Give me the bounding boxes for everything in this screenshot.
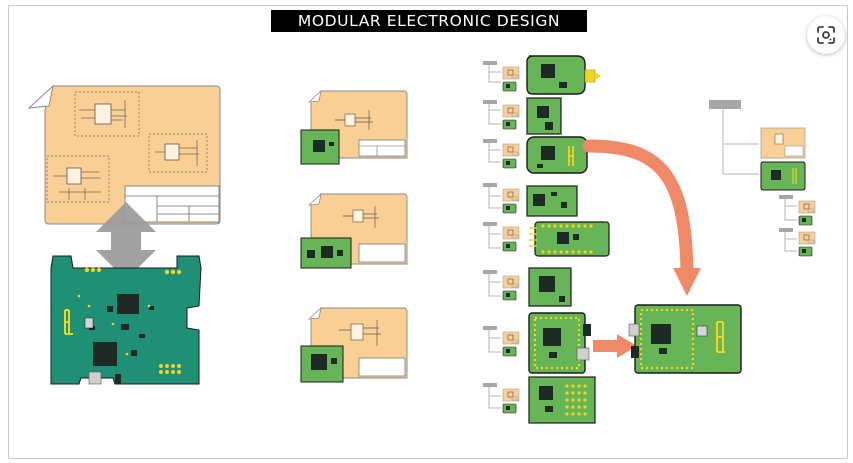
module-sheet-2 [300, 192, 408, 269]
image-search-icon [817, 26, 835, 44]
pcb-board-large [50, 255, 202, 385]
modular-design-diagram [27, 55, 816, 424]
integration-arrow-straight [593, 334, 637, 358]
hierarchy-row-1 [483, 55, 601, 95]
hierarchy-row-6 [483, 267, 572, 307]
combined-pcb-board [628, 304, 742, 374]
hierarchy-row-5 [483, 221, 610, 257]
module-sheet-3 [300, 306, 408, 383]
hierarchy-row-4 [483, 183, 578, 217]
diagram-title: MODULAR ELECTRONIC DESIGN [271, 10, 587, 32]
schematic-sheet-large [27, 84, 221, 225]
diagram-frame: MODULAR ELECTRONIC DESIGN [8, 5, 848, 459]
module-sheet-1 [300, 89, 408, 165]
title-block [124, 185, 220, 223]
schematic-block [46, 91, 208, 203]
bidirectional-arrow [96, 202, 156, 280]
hierarchy-row-8 [483, 376, 596, 424]
integration-arrow-curved [582, 139, 701, 296]
hierarchy-row-7 [483, 312, 591, 374]
top-level-tree [709, 100, 816, 257]
hierarchy-row-3 [483, 136, 588, 174]
hierarchy-row-2 [483, 97, 562, 135]
image-search-button[interactable] [807, 16, 845, 54]
